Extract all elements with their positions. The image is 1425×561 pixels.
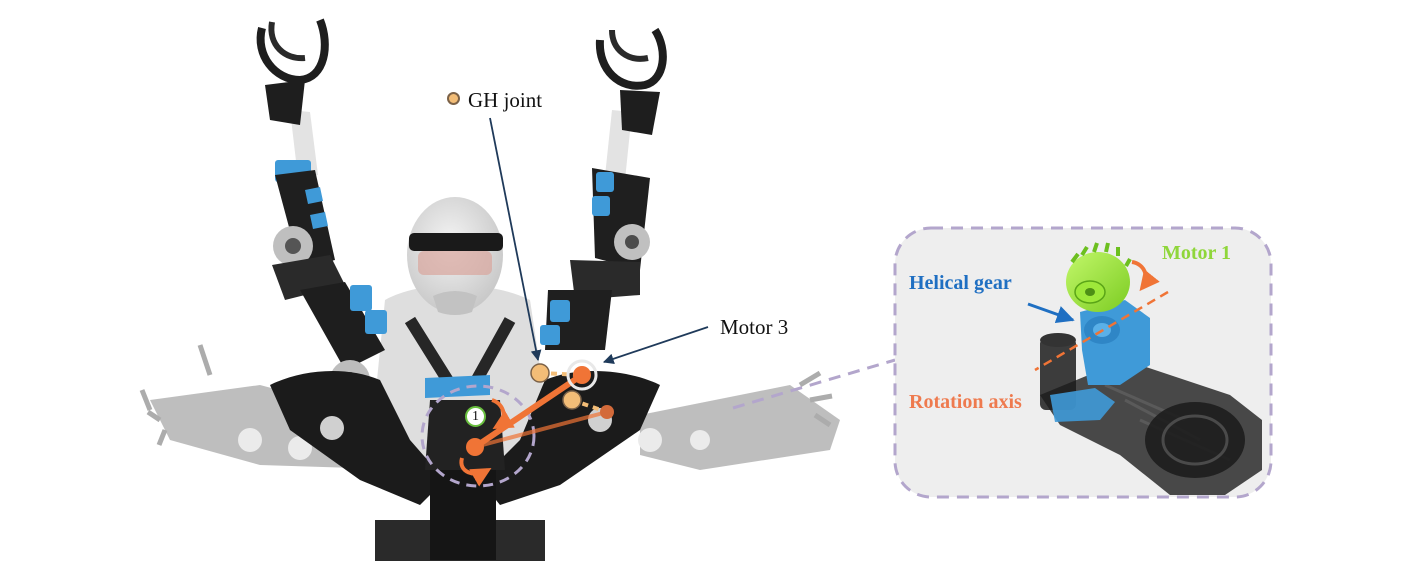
motor3-leader	[602, 326, 709, 365]
gh-joint-leader	[489, 117, 542, 362]
motor-1-badge: 1	[465, 406, 486, 427]
right-arm	[540, 27, 667, 350]
helical-gear-label: Helical gear	[909, 272, 1012, 294]
shoulder-frame	[270, 370, 660, 560]
motor-1-label: Motor 1	[1162, 242, 1232, 264]
rotation-arrow-icon	[459, 457, 492, 487]
gh-joint-label: GH joint	[468, 88, 543, 112]
motor-3-label: Motor 3	[720, 315, 789, 339]
rotation-arrow-icon	[491, 398, 515, 430]
robot-head	[407, 197, 503, 315]
motor1-focus-oval	[420, 384, 536, 488]
helical-gear-icon	[1066, 242, 1132, 312]
gh-joint-dot-icon	[530, 363, 550, 383]
rotation-axis-line	[1034, 290, 1169, 372]
kinematic-links	[466, 359, 614, 456]
left-arm	[256, 18, 387, 400]
rotation-arrow-icon	[1131, 260, 1160, 292]
pointer-arrow-icon	[1027, 302, 1075, 324]
inset-connector	[732, 358, 896, 410]
gh-joint-dot-icon	[447, 92, 460, 105]
rotation-axis-label: Rotation axis	[909, 391, 1022, 413]
inset-panel	[893, 226, 1273, 499]
gh-joint-dot-icon	[562, 390, 582, 410]
